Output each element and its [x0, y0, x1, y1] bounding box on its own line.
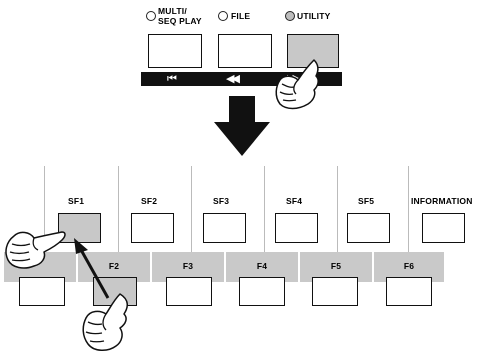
f1-button[interactable]	[19, 277, 65, 306]
sf-divider	[264, 166, 265, 252]
multi-seq-play-label-line2: SEQ PLAY	[158, 15, 202, 26]
multi-seq-play-label-line1: MULTI/	[158, 6, 187, 16]
sf-divider	[337, 166, 338, 252]
multi-seq-play-led	[146, 11, 156, 21]
f3-label: F3	[182, 261, 194, 271]
sf2-label: SF2	[141, 196, 158, 206]
sf-divider	[118, 166, 119, 252]
sf4-label: SF4	[286, 196, 303, 206]
sf1-button[interactable]	[58, 213, 101, 243]
f6-button[interactable]	[386, 277, 432, 306]
diagonal-arrow-icon	[74, 238, 110, 299]
rewind-start-icon[interactable]: ⏮	[167, 73, 177, 85]
file-button[interactable]	[218, 34, 272, 68]
file-label: FILE	[231, 11, 251, 21]
information-label: INFORMATION	[411, 196, 473, 206]
file-led	[218, 11, 228, 21]
sf1-label: SF1	[68, 196, 85, 206]
f4-button[interactable]	[239, 277, 285, 306]
sf3-label: SF3	[213, 196, 230, 206]
sf-divider	[408, 166, 409, 252]
sf5-button[interactable]	[347, 213, 390, 243]
information-button[interactable]	[422, 213, 465, 243]
sf-divider	[191, 166, 192, 252]
f2-label: F2	[108, 261, 120, 271]
sub-function-panel	[44, 166, 480, 252]
utility-led	[285, 11, 295, 21]
pointing-hand-icon	[275, 59, 319, 110]
sf5-label: SF5	[358, 196, 375, 206]
sf3-button[interactable]	[203, 213, 246, 243]
pointing-hand-icon	[82, 293, 128, 351]
sf2-button[interactable]	[131, 213, 174, 243]
f5-label: F5	[330, 261, 342, 271]
multi-seq-play-button[interactable]	[148, 34, 202, 68]
pointing-hand-icon	[5, 231, 66, 269]
f4-label: F4	[256, 261, 268, 271]
f3-button[interactable]	[166, 277, 212, 306]
f5-button[interactable]	[312, 277, 358, 306]
utility-label: UTILITY	[297, 11, 331, 21]
sf4-button[interactable]	[275, 213, 318, 243]
multi-seq-play-label: MULTI/ SEQ PLAY	[158, 7, 202, 25]
f6-label: F6	[403, 261, 415, 271]
rewind-icon[interactable]: ◀◀	[226, 73, 240, 85]
down-arrow-icon	[214, 96, 270, 156]
